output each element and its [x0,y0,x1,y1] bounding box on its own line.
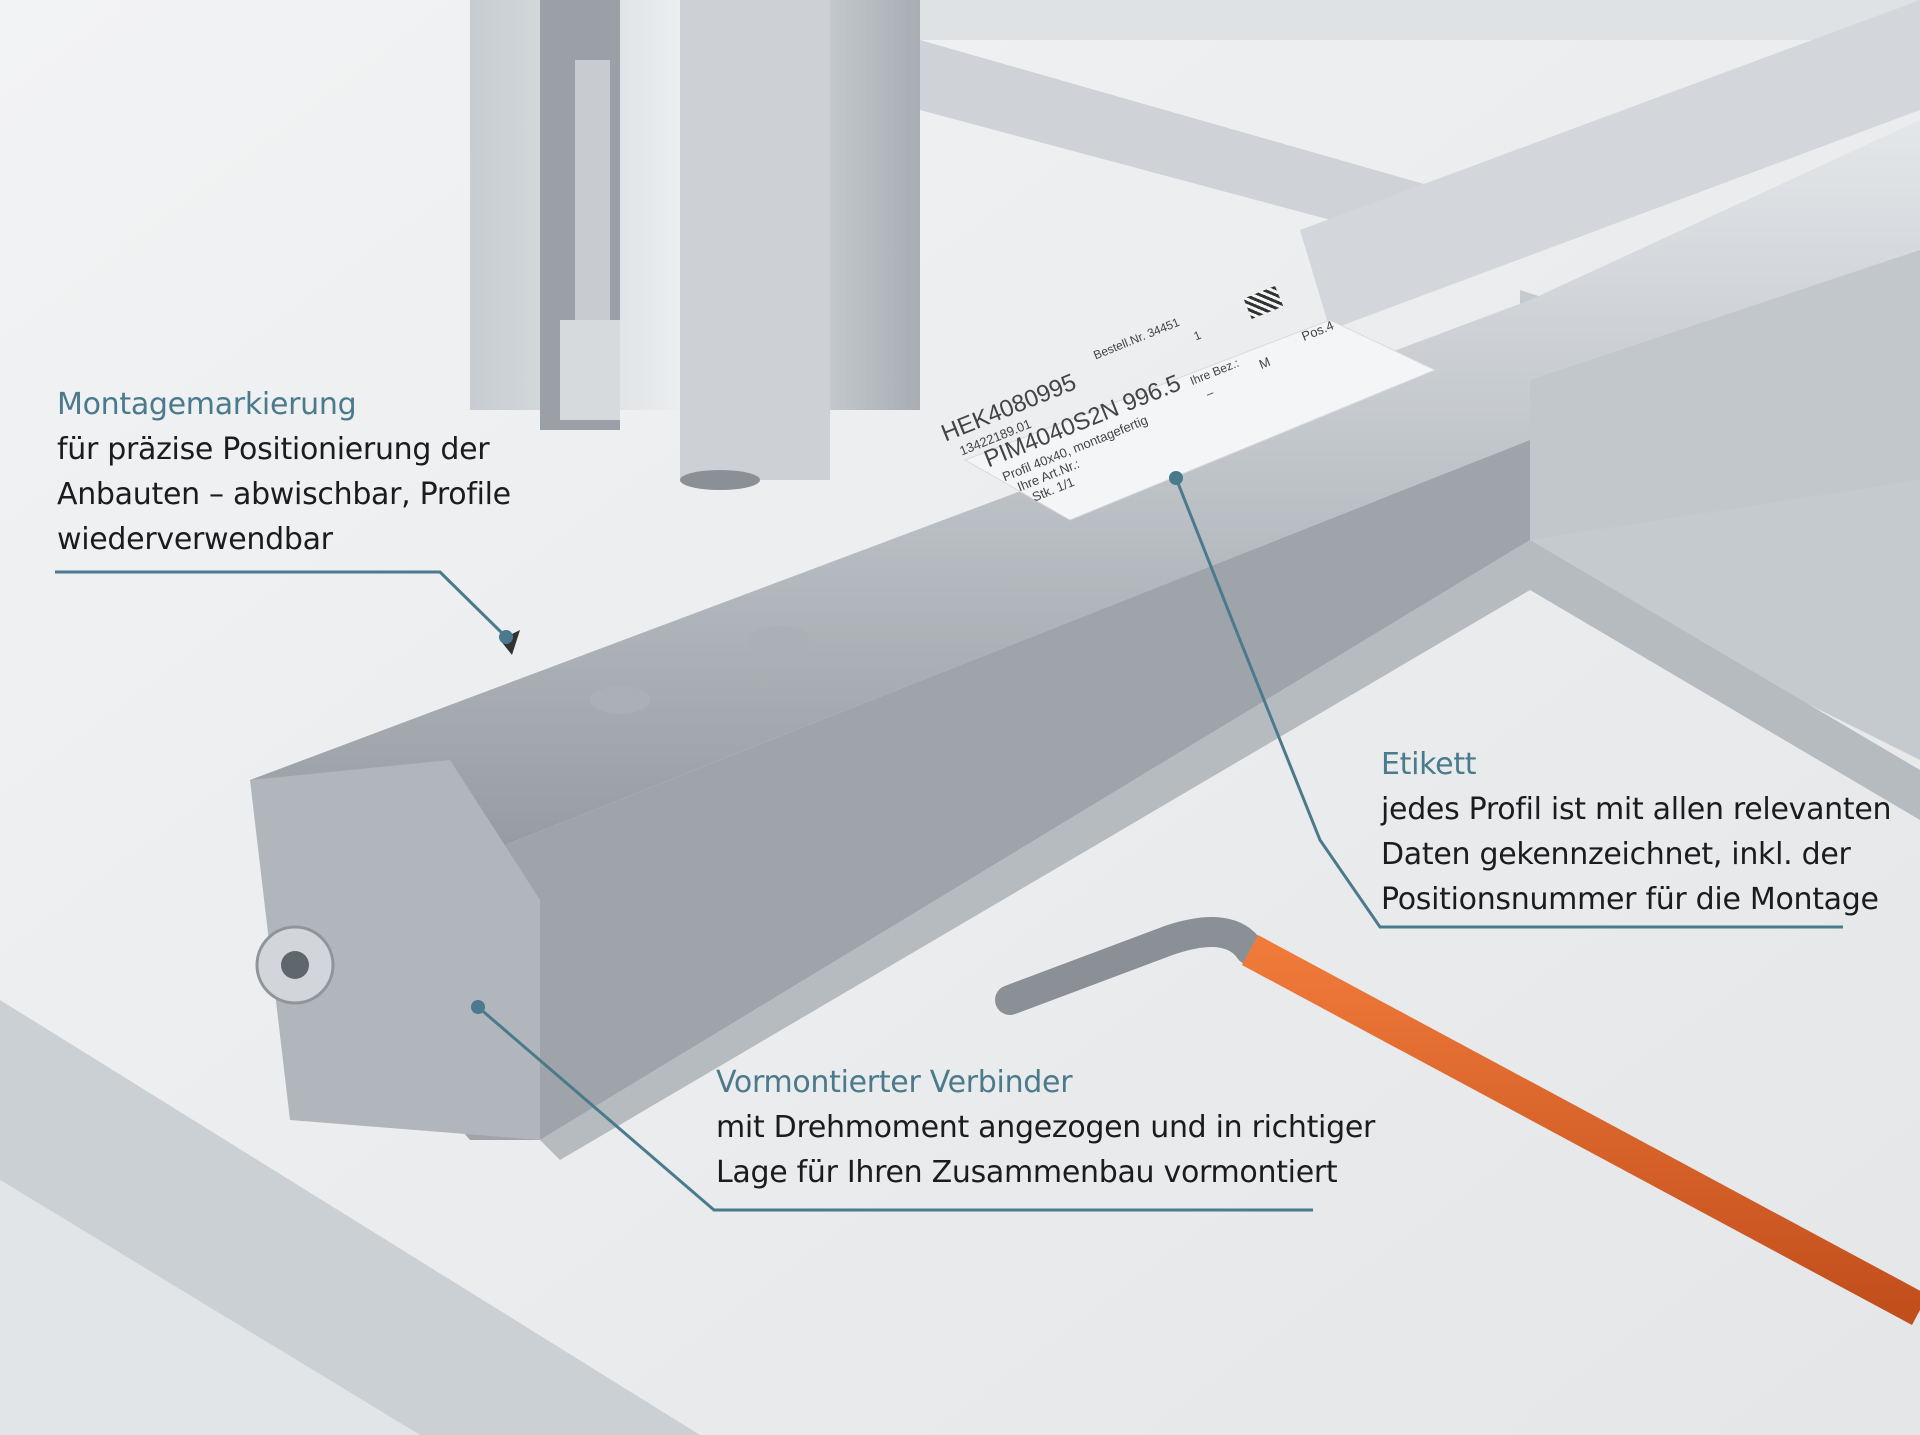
callout-line: wiederverwendbar [57,522,333,557]
label-customer-ref-value: M [1256,353,1273,372]
leader-lines [55,477,1843,1212]
callout-line: Daten gekennzeichnet, inkl. der [1381,837,1851,872]
callout-etikett: Etikett jedes Profil ist mit allen relev… [1381,742,1892,922]
qr-code-icon [1243,285,1284,320]
callout-line: mit Drehmoment angezogen und in richtige… [716,1110,1376,1145]
vertical-profile [470,0,920,490]
label-position: Pos.4 [1299,317,1336,344]
callout-montagemarkierung: Montagemarkierung für präzise Positionie… [57,382,511,562]
label-order-qty: 1 [1191,327,1204,344]
callout-verbinder: Vormontierter Verbinder mit Drehmoment a… [716,1060,1375,1195]
label-dash: – [1204,385,1216,401]
callout-line: für präzise Positionierung der [57,432,490,467]
hex-key [995,917,1920,1325]
callout-line: Positionsnummer für die Montage [1381,882,1879,917]
profile-label-sticker [963,319,1437,521]
callout-title: Vormontierter Verbinder [716,1065,1073,1100]
callout-line: Lage für Ihren Zusammenbau vormontiert [716,1155,1338,1190]
leader-dots [471,471,1183,1014]
callout-title: Etikett [1381,747,1477,782]
main-profile [250,120,1920,1160]
label-customer-ref: Ihre Bez.: [1188,355,1241,388]
callout-line: Anbauten – abwischbar, Profile [57,477,511,512]
callout-line: jedes Profil ist mit allen relevanten [1381,792,1892,827]
callout-title: Montagemarkierung [57,387,357,422]
